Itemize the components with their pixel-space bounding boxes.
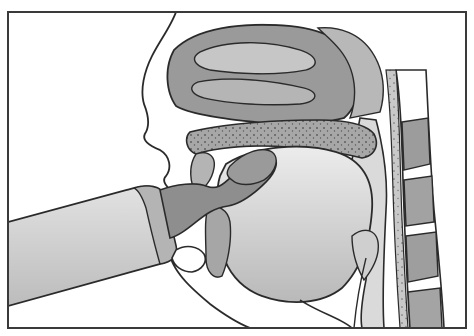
vertebra-3 xyxy=(406,232,438,282)
vertebra-4 xyxy=(408,288,442,328)
vertebra-2 xyxy=(404,176,434,226)
vertebra-1 xyxy=(402,118,430,170)
